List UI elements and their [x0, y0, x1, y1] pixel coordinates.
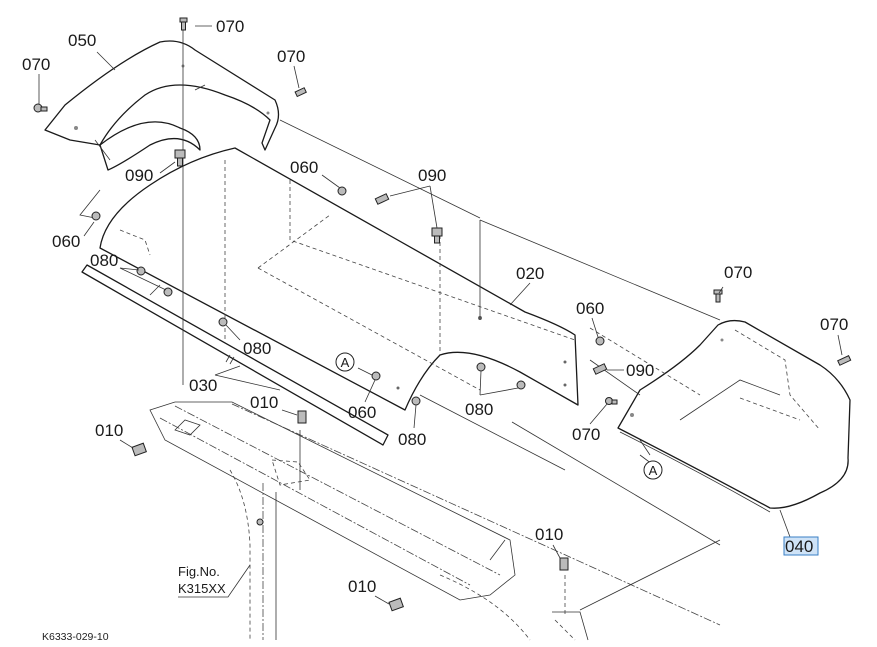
bolt-090-mid-a — [374, 193, 390, 205]
callout-090[interactable]: 090 — [626, 361, 654, 380]
nut-060-b — [91, 211, 101, 221]
callout-080[interactable]: 080 — [243, 339, 271, 358]
clip-010-a — [131, 442, 147, 457]
screw-070-right — [294, 87, 307, 98]
nut-080-e — [516, 380, 526, 390]
bolt-090-mid-b — [431, 227, 443, 244]
clip-010-b — [297, 410, 307, 424]
callout-070[interactable]: 070 — [572, 425, 600, 444]
callout-080[interactable]: 080 — [465, 400, 493, 419]
reference-label: A — [649, 463, 658, 478]
callout-030[interactable]: 030 — [189, 376, 217, 395]
figure-reference: Fig.No. K315XX — [178, 564, 226, 596]
figure-reference-line2[interactable]: K315XX — [178, 581, 226, 596]
nut-080-c — [218, 317, 228, 327]
nut-080-a — [136, 266, 146, 276]
reference-mark-a-1: A — [335, 352, 355, 372]
screw-070-040-left — [605, 397, 618, 405]
nut-060-c — [595, 336, 605, 346]
nut-060-a — [337, 186, 347, 196]
callout-040-highlighted[interactable]: 040 — [783, 536, 819, 556]
clip-010-d — [559, 557, 569, 571]
bolt-090-left — [174, 149, 186, 167]
callout-070[interactable]: 070 — [820, 315, 848, 334]
bolt-090-right — [592, 363, 608, 375]
screw-070-040-top — [713, 289, 723, 303]
callout-010[interactable]: 010 — [535, 525, 563, 544]
reference-label: A — [341, 355, 350, 370]
callout-010[interactable]: 010 — [250, 393, 278, 412]
drawing-number: K6333-029-10 — [42, 631, 109, 643]
callout-labels: 050 070 070 070 090 060 090 060 080 020 … — [22, 17, 848, 596]
clip-010-c — [388, 597, 404, 612]
callout-070[interactable]: 070 — [22, 55, 50, 74]
screw-070-left — [33, 103, 48, 113]
nut-080-d — [476, 362, 486, 372]
callout-050[interactable]: 050 — [68, 31, 96, 50]
part-030-strip — [81, 264, 389, 446]
callout-070[interactable]: 070 — [216, 17, 244, 36]
nut-060-d — [371, 371, 381, 381]
callout-060[interactable]: 060 — [348, 403, 376, 422]
reference-mark-a-2: A — [643, 460, 663, 480]
callout-070[interactable]: 070 — [277, 47, 305, 66]
nut-080-f — [411, 396, 421, 406]
part-050-left-cover — [44, 40, 280, 171]
assembly-guide-lines — [79, 30, 801, 615]
part-040-right-cover — [617, 319, 851, 513]
callout-010[interactable]: 010 — [348, 577, 376, 596]
callout-040[interactable]: 040 — [785, 537, 813, 556]
figure-reference-line1: Fig.No. — [178, 564, 220, 579]
callout-060[interactable]: 060 — [576, 299, 604, 318]
callout-080[interactable]: 080 — [90, 251, 118, 270]
hardware — [33, 17, 852, 612]
callout-060[interactable]: 060 — [52, 232, 80, 251]
callout-080[interactable]: 080 — [398, 430, 426, 449]
callout-090[interactable]: 090 — [125, 166, 153, 185]
leader-lines — [38, 25, 843, 605]
callout-060[interactable]: 060 — [290, 158, 318, 177]
callout-020[interactable]: 020 — [516, 264, 544, 283]
callout-070[interactable]: 070 — [724, 263, 752, 282]
frame-structure — [149, 401, 721, 641]
screw-070-040-right — [837, 354, 852, 366]
callout-010[interactable]: 010 — [95, 421, 123, 440]
callout-090[interactable]: 090 — [418, 166, 446, 185]
screw-070-top — [179, 17, 188, 31]
